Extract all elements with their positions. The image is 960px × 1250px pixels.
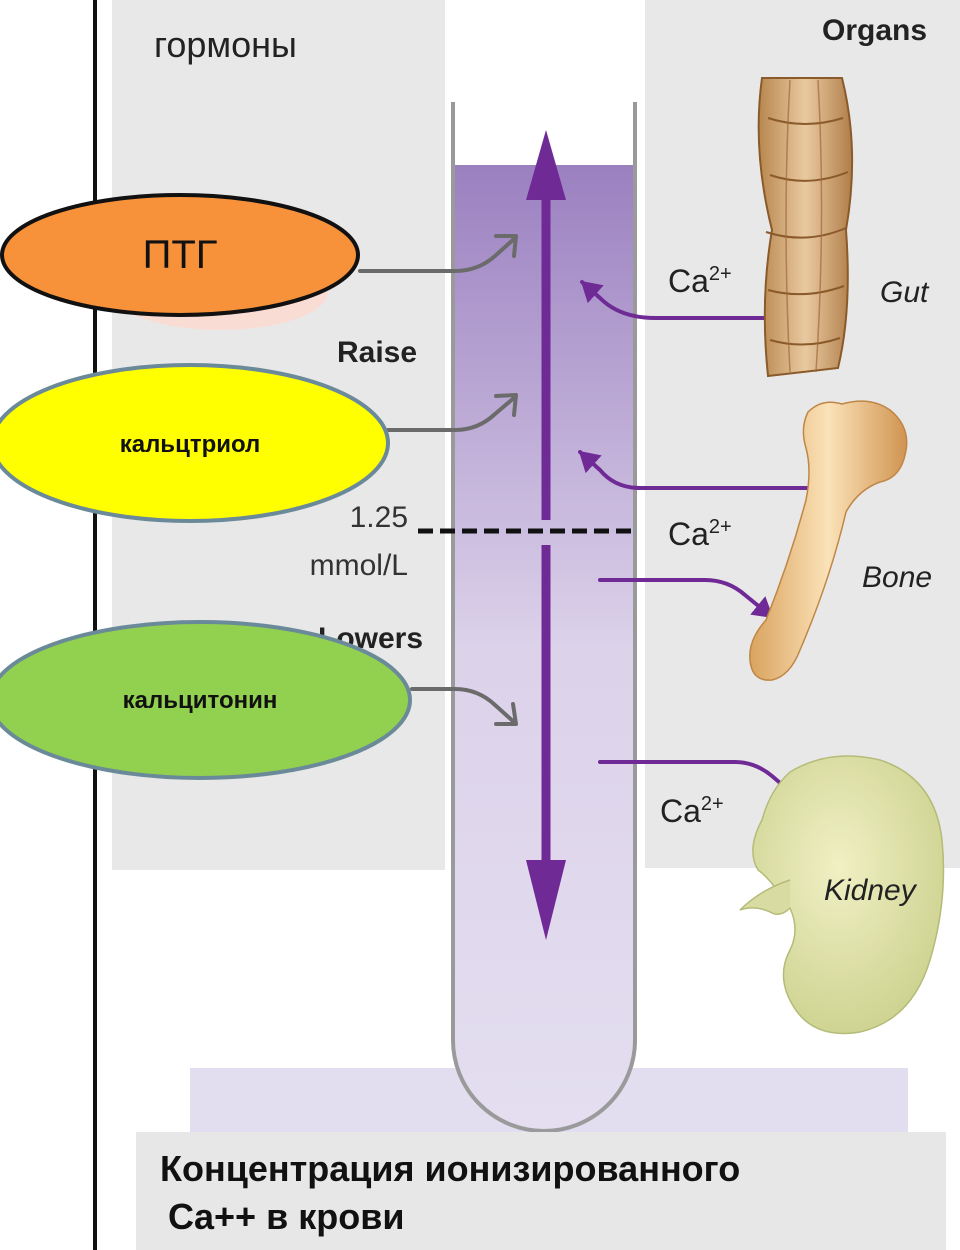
- organ-name-kidney: Kidney: [824, 874, 918, 907]
- caption-line-1: Концентрация ионизированного: [160, 1148, 740, 1190]
- organs-heading: Organs: [822, 14, 927, 47]
- hormones-heading: гормоны: [154, 24, 297, 65]
- bone-illustration: [750, 401, 907, 680]
- threshold-unit: mmol/L: [310, 549, 408, 582]
- gut-illustration: [759, 78, 852, 376]
- organ-name-bone: Bone: [862, 561, 932, 594]
- raise-label: Raise: [337, 336, 417, 369]
- calcitriol-label: кальцтриол: [120, 431, 261, 458]
- threshold-value: 1.25: [350, 501, 408, 534]
- caption-box: Концентрация ионизированного Ca++ в кров…: [136, 1132, 946, 1250]
- calcitonin-label: кальцитонин: [123, 687, 278, 714]
- organ-name-gut: Gut: [880, 276, 930, 309]
- ca-label-gut: Ca2+: [668, 263, 732, 299]
- ca-label-bone: Ca2+: [668, 516, 732, 552]
- ca-label-kidney: Ca2+: [660, 793, 724, 829]
- caption-line-2: Ca++ в крови: [168, 1196, 404, 1238]
- ptg-label: ПТГ: [143, 233, 218, 277]
